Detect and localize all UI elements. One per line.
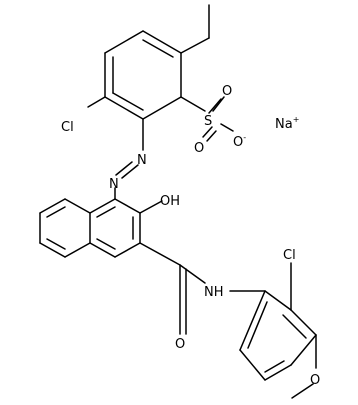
atom-labels: Cl S O O O- Na+ N N OH NH O Cl O: [61, 84, 320, 388]
atom-n-azo-2: N: [109, 177, 119, 192]
hydroxyl-bond: [139, 200, 163, 214]
ethyl-group: [180, 4, 210, 54]
sulfonate-bonds: [180, 96, 234, 142]
atom-sodium: Na+: [275, 115, 299, 132]
atom-nh-amide: NH: [204, 285, 224, 300]
upper-benzene-ring: [104, 30, 182, 120]
atom-cl-lower: Cl: [283, 248, 296, 263]
methoxy-bonds: [291, 334, 317, 399]
atom-cl-upper: Cl: [61, 120, 74, 135]
atom-o-sulfonate-bottom: O: [194, 141, 204, 156]
atom-o-sulfonate-top: O: [222, 84, 232, 99]
atom-o-amide: O: [175, 337, 185, 352]
atom-o-methoxy: O: [310, 373, 320, 388]
atom-o-sulfonate-anion: O-: [233, 133, 246, 150]
azo-bonds: [114, 118, 144, 200]
lower-benzene-ring: [229, 290, 317, 381]
na-label: Na: [275, 117, 293, 132]
atom-hydroxyl: OH: [160, 194, 180, 209]
atom-n-azo-1: N: [137, 153, 147, 168]
cl-upper-bond: [87, 96, 106, 108]
naphthalene-ring-right: [89, 198, 141, 258]
amide-bonds: [139, 242, 206, 335]
charge-minus: -: [243, 133, 246, 142]
charge-plus: +: [293, 115, 300, 124]
atom-sulfur: S: [204, 114, 212, 129]
o-minus-label: O: [233, 135, 243, 150]
naphthalene-ring-left: [39, 198, 91, 258]
bonds: [39, 4, 317, 399]
